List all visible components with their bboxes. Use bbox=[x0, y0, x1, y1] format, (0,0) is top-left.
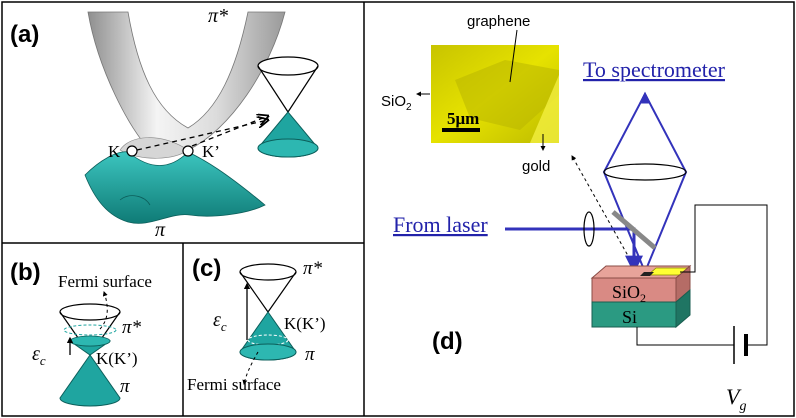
sio2-layer bbox=[591, 277, 677, 303]
sample-to-micrograph-arrow bbox=[571, 155, 637, 271]
to-spectrometer-label: To spectrometer bbox=[583, 57, 726, 82]
pi-star-label: π* bbox=[208, 5, 228, 27]
gate-wire-bottom bbox=[636, 327, 734, 346]
panel-b-dirac-point-label: K(K’) bbox=[96, 349, 138, 368]
panel-c-fermi-surface-label: Fermi surface bbox=[187, 375, 281, 394]
panel-b-pi-star-label: π* bbox=[122, 317, 142, 338]
pi-star-band-surface bbox=[87, 11, 286, 151]
graphene-pointer bbox=[509, 29, 518, 83]
gate-voltage-label: Vg bbox=[726, 384, 746, 414]
panel-c-fermi-arrow bbox=[242, 351, 259, 385]
panel-b-fermi-surface-label: Fermi surface bbox=[58, 272, 152, 291]
gate-wire-top bbox=[680, 204, 768, 346]
k-point-label: K bbox=[108, 142, 121, 161]
panel-c-dirac-point-label: K(K’) bbox=[284, 314, 326, 333]
panel-c: (c) π* K(K’) π εc Fermi surface bbox=[187, 255, 326, 394]
collection-lens bbox=[603, 163, 687, 181]
dirac-cone-b bbox=[59, 303, 121, 407]
pi-band-ridge bbox=[119, 195, 151, 206]
panel-b-label: (b) bbox=[10, 259, 41, 286]
k-prime-point-label: K’ bbox=[202, 142, 220, 161]
si-layer-label: Si bbox=[622, 307, 637, 327]
dirac-cone-c bbox=[239, 263, 297, 361]
si-layer-side bbox=[675, 288, 691, 329]
sio2-micrograph-label: SiO2 bbox=[381, 93, 412, 113]
collection-beam bbox=[602, 91, 688, 273]
graphene-label: graphene bbox=[467, 13, 530, 30]
panel-b-epsilon: εc bbox=[32, 343, 46, 368]
optical-micrograph: 5μm bbox=[431, 45, 559, 143]
panel-c-epsilon: εc bbox=[213, 309, 227, 334]
k-point-marker bbox=[126, 145, 138, 157]
panel-a-label: (a) bbox=[10, 21, 39, 48]
panel-b: (b) Fermi surface π* K(K’) π εc bbox=[10, 259, 152, 407]
beam-splitter-mirror bbox=[611, 210, 657, 250]
scale-bar-label: 5μm bbox=[447, 109, 479, 128]
panel-c-label: (c) bbox=[192, 255, 221, 282]
gold-label: gold bbox=[522, 158, 550, 175]
graphene-flake bbox=[455, 60, 559, 130]
panel-c-pi-label: π bbox=[305, 344, 315, 365]
panel-b-pi-label: π bbox=[120, 376, 130, 397]
gold-electrode bbox=[530, 75, 559, 143]
laser-beam bbox=[505, 227, 636, 268]
k-prime-point-marker bbox=[182, 145, 194, 157]
si-layer bbox=[591, 301, 677, 328]
panel-d: (d) 5μm graphene SiO2 gold To spectromet… bbox=[381, 13, 768, 414]
sio2-layer-label: SiO2 bbox=[612, 282, 646, 305]
graphene-sample-spot bbox=[640, 272, 654, 276]
sample-stack: SiO2 Si bbox=[590, 264, 692, 329]
from-laser-label: From laser bbox=[393, 212, 488, 237]
laser-focusing-lens bbox=[583, 211, 595, 247]
panel-c-pi-star-label: π* bbox=[303, 258, 323, 279]
panel-a: (a) K K’ π* π bbox=[10, 5, 319, 241]
pi-band-surface bbox=[84, 151, 266, 224]
dashed-arrow-from-k-prime bbox=[191, 116, 268, 147]
dirac-cone-a bbox=[257, 56, 319, 158]
panel-d-label: (d) bbox=[432, 328, 463, 355]
pi-label: π bbox=[155, 219, 166, 241]
panel-b-fermi-arrow bbox=[99, 291, 108, 330]
